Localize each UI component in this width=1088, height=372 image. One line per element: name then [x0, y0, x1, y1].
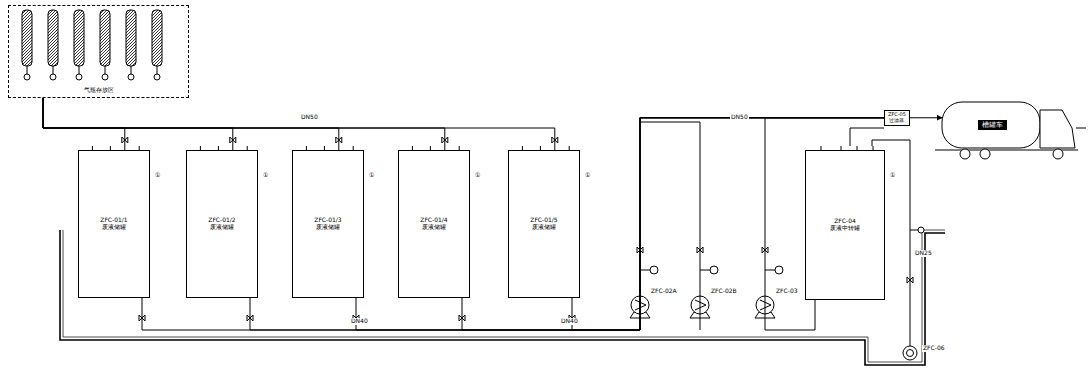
line-size: DN25 — [914, 250, 933, 257]
pump-symbol — [903, 346, 917, 360]
node-title: ZFC-01/4 — [420, 217, 447, 224]
storage-area: 气瓶存放区 — [8, 5, 189, 98]
storage-tank: ZFC-01/5废液储罐 — [508, 150, 580, 298]
valve-symbol — [697, 247, 703, 253]
storage-tank: ZFC-01/1废液储罐 — [78, 150, 150, 298]
gas-cylinder — [74, 10, 84, 66]
callout-number: ① — [368, 172, 375, 179]
node-title: 气瓶存放区 — [9, 87, 188, 94]
pipe-line — [765, 118, 884, 330]
gas-cylinder — [48, 10, 58, 66]
gas-cylinder — [22, 10, 32, 66]
node-subtitle: 过滤器 — [888, 118, 906, 124]
tank-truck: 槽罐车 — [948, 106, 1036, 144]
storage-tank: ZFC-01/4废液储罐 — [398, 150, 470, 298]
equipment-tag: ZFC-02A — [650, 288, 678, 295]
line-size: DN40 — [350, 318, 369, 325]
node-subtitle: 废液储罐 — [316, 224, 340, 231]
node-subtitle: 废液储罐 — [532, 224, 556, 231]
pipe-line — [43, 98, 445, 146]
callout-number: ① — [262, 172, 269, 179]
node-title: ZFC-01/1 — [100, 217, 127, 224]
node-subtitle: 废液中转罐 — [830, 225, 860, 232]
valve-symbol — [76, 74, 82, 80]
node-title: ZFC-04 — [834, 218, 856, 225]
truck-wheel — [980, 149, 990, 159]
equipment-tag: ZFC-03 — [775, 288, 799, 295]
pipe-line — [43, 98, 233, 146]
equipment-tag: ZFC-06 — [922, 345, 946, 352]
pipe-line — [43, 98, 339, 146]
pipe-line — [850, 128, 884, 146]
valve-symbol — [102, 74, 108, 80]
callout-number: ① — [889, 172, 896, 179]
truck-wheel — [1053, 149, 1063, 159]
line-size: DN40 — [560, 318, 579, 325]
valve-symbol — [907, 277, 913, 283]
valve-symbol — [128, 74, 134, 80]
pipe-line — [356, 118, 884, 330]
line-size: DN50 — [300, 114, 319, 121]
callout-number: ① — [474, 172, 481, 179]
truck-cab — [1040, 110, 1075, 148]
valve-symbol — [24, 74, 30, 80]
node-subtitle: 废液储罐 — [422, 224, 446, 231]
truck-wheel — [960, 149, 970, 159]
filter-box: ZFC-05过滤器 — [884, 110, 910, 126]
gas-cylinder — [152, 10, 162, 66]
pipe-line — [142, 118, 884, 330]
pipe-line — [462, 118, 884, 330]
pressure-gauge — [650, 266, 658, 274]
node-subtitle: 废液储罐 — [210, 224, 234, 231]
pressure-gauge — [775, 266, 783, 274]
valve-symbol — [50, 74, 56, 80]
callout-number: ① — [584, 172, 591, 179]
storage-tank: ZFC-01/3废液储罐 — [292, 150, 364, 298]
truck-tank — [942, 102, 1040, 148]
node-subtitle: 废液储罐 — [102, 224, 126, 231]
node-title: ZFC-01/3 — [314, 217, 341, 224]
pipe-line — [572, 118, 884, 330]
pipe-line — [910, 117, 942, 118]
node-title: ZFC-01/2 — [208, 217, 235, 224]
transfer-tank: ZFC-04废液中转罐 — [805, 150, 885, 300]
valve-symbol — [154, 74, 160, 80]
pressure-gauge — [710, 266, 718, 274]
pipe-line — [640, 122, 700, 330]
node-title: 槽罐车 — [978, 120, 1007, 130]
pipe-line — [250, 118, 884, 330]
line-size: DN50 — [730, 114, 749, 121]
equipment-tag: ZFC-02B — [710, 288, 738, 295]
gas-cylinder — [100, 10, 110, 66]
gas-cylinder — [126, 10, 136, 66]
pipe-line — [43, 98, 555, 146]
node-title: ZFC-01/5 — [530, 217, 557, 224]
pipe-line — [43, 98, 125, 146]
callout-number: ① — [154, 172, 161, 179]
storage-tank: ZFC-01/2废液储罐 — [186, 150, 258, 298]
